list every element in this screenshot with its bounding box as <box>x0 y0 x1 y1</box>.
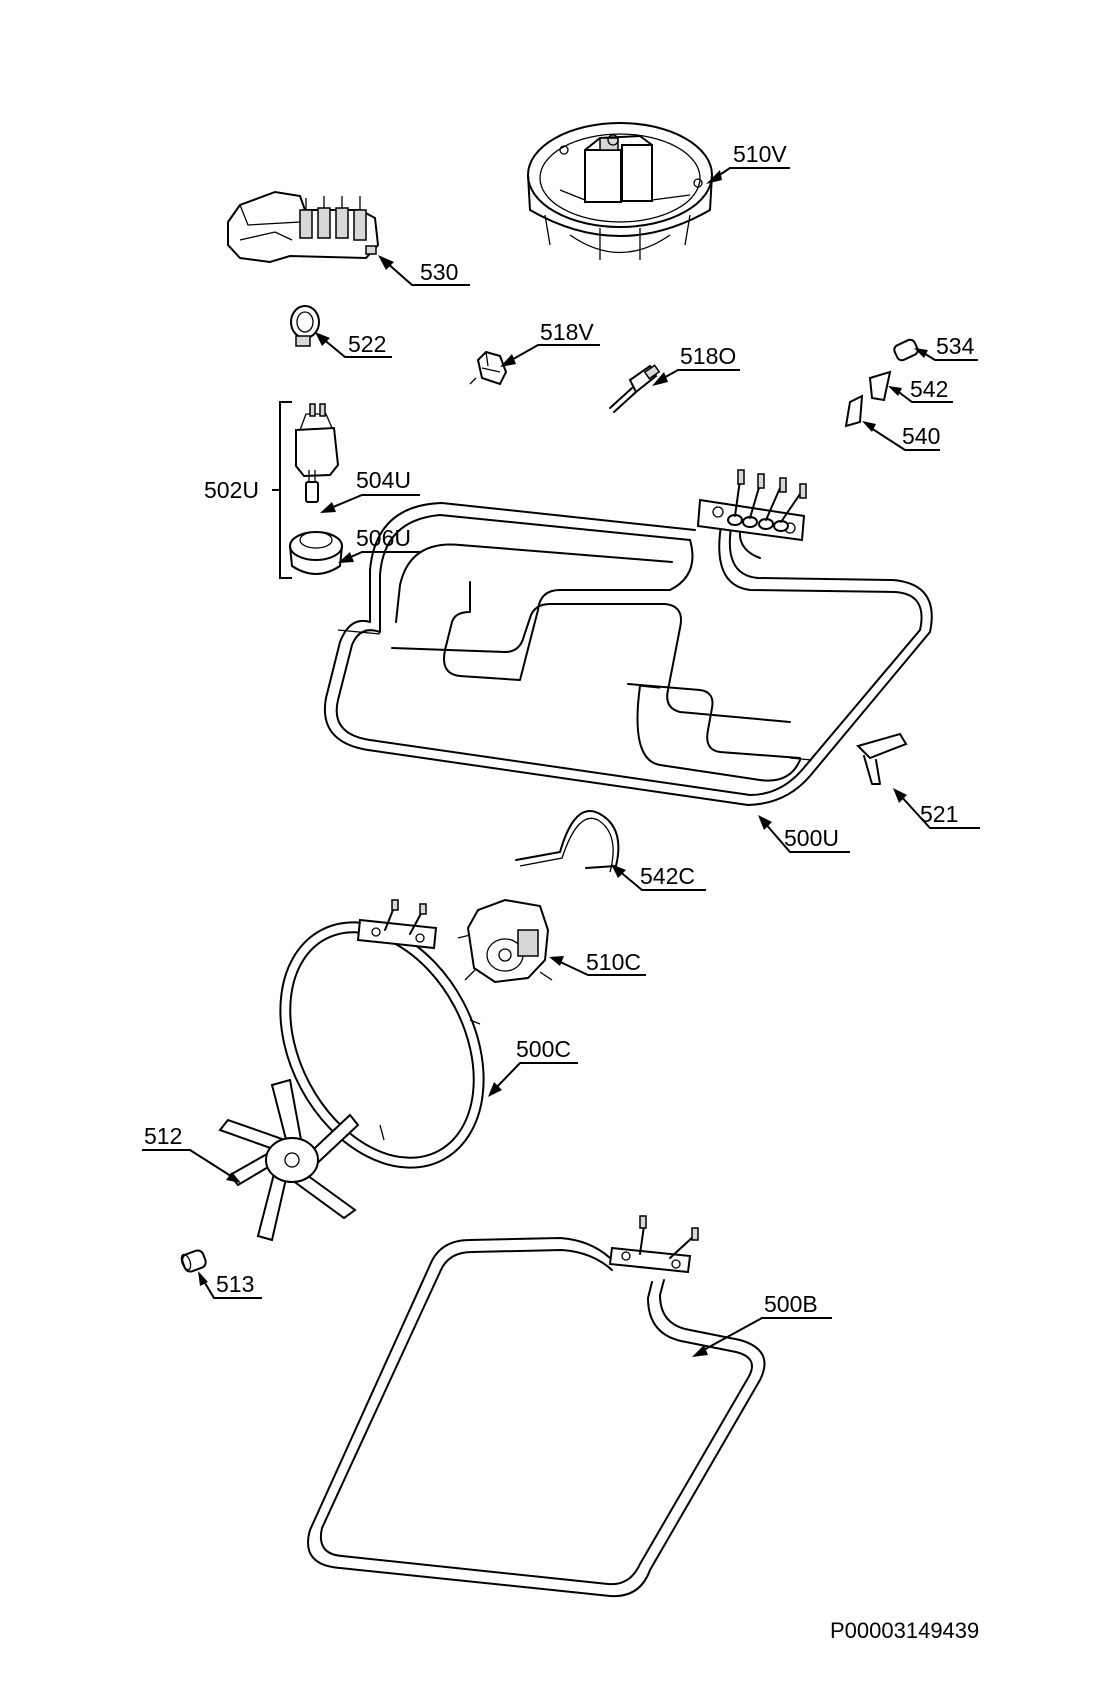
part-542C-wire <box>515 810 620 873</box>
label-521: 521 <box>920 801 958 827</box>
part-512-fan-blade <box>218 1078 360 1242</box>
part-522-clip <box>290 305 320 347</box>
label-534: 534 <box>936 333 975 359</box>
part-534-cap <box>893 338 919 362</box>
label-510V: 510V <box>733 141 787 167</box>
label-500U: 500U <box>784 825 839 851</box>
part-510C-convection-motor <box>457 898 553 984</box>
part-521-clip <box>856 732 908 785</box>
part-513-nut <box>180 1249 207 1273</box>
label-518V: 518V <box>540 319 594 345</box>
label-530: 530 <box>420 259 458 285</box>
label-510C: 510C <box>586 949 641 975</box>
label-500C: 500C <box>516 1036 571 1062</box>
part-502U-lamp-assembly <box>272 401 343 579</box>
document-code: P00003149439 <box>830 1618 979 1643</box>
part-542-lens <box>868 370 892 402</box>
part-500U-upper-element <box>323 469 933 806</box>
part-510V-fan-motor <box>527 122 713 260</box>
part-500B-lower-element <box>307 1215 766 1598</box>
label-542: 542 <box>910 376 948 402</box>
label-502U: 502U <box>204 477 259 503</box>
part-540-gasket <box>844 394 864 428</box>
label-504U: 504U <box>356 467 411 493</box>
leader-lines <box>142 167 980 1357</box>
label-512: 512 <box>144 1123 182 1149</box>
label-540: 540 <box>902 423 940 449</box>
part-518V-thermostat <box>469 350 508 386</box>
label-522: 522 <box>348 331 386 357</box>
label-506U: 506U <box>356 525 411 551</box>
label-542C: 542C <box>640 863 695 889</box>
part-530-terminal-block <box>227 190 380 264</box>
part-500C-circular-element <box>279 899 485 1169</box>
part-518O-sensor <box>609 364 661 413</box>
part-labels: 510V 530 522 518V 518O 534 542 540 502U … <box>144 141 975 1317</box>
label-513: 513 <box>216 1271 254 1297</box>
label-500B: 500B <box>764 1291 818 1317</box>
label-518O: 518O <box>680 343 736 369</box>
